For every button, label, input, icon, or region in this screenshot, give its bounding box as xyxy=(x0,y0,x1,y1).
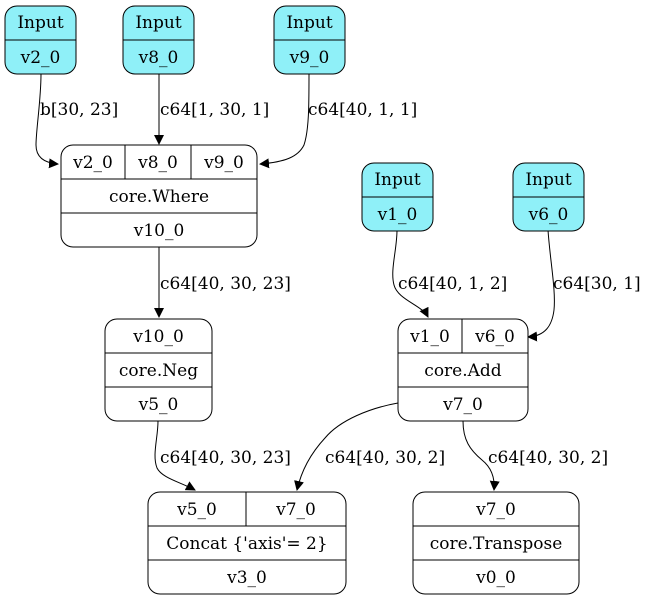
node-title: Input xyxy=(135,13,181,33)
node-input-1: v7_0 xyxy=(275,500,316,520)
input-node-v8[interactable]: Input v8_0 xyxy=(122,5,195,75)
op-node-concat[interactable]: v5_0 v7_0 Concat {'axis'= 2} v3_0 xyxy=(147,491,347,595)
node-name: v9_0 xyxy=(289,48,330,68)
node-output: v0_0 xyxy=(475,568,516,588)
node-op: core.Transpose xyxy=(430,534,563,554)
edge-label-add-concat: c64[40, 30, 2] xyxy=(325,448,445,468)
node-input-0: v5_0 xyxy=(176,500,217,520)
node-title: Input xyxy=(525,170,571,190)
node-op: core.Neg xyxy=(119,361,198,381)
node-input-0: v7_0 xyxy=(475,500,516,520)
edge-v9-to-where xyxy=(259,73,310,169)
edge-v6-to-add xyxy=(527,229,555,342)
op-node-add[interactable]: v1_0 v6_0 core.Add v7_0 xyxy=(397,318,529,422)
edge-label-v9-where: c64[40, 1, 1] xyxy=(308,100,417,120)
edge-v2-to-where xyxy=(35,73,59,169)
node-input-0: v2_0 xyxy=(72,153,113,173)
op-node-transpose[interactable]: v7_0 core.Transpose v0_0 xyxy=(412,491,580,595)
node-op: Concat {'axis'= 2} xyxy=(166,534,327,554)
edge-label-v8-where: c64[1, 30, 1] xyxy=(160,100,269,120)
node-name: v1_0 xyxy=(377,205,418,225)
op-node-where[interactable]: v2_0 v8_0 v9_0 core.Where v10_0 xyxy=(60,144,258,248)
edge-label-v2-where: b[30, 23] xyxy=(40,100,118,120)
node-name: v6_0 xyxy=(528,205,569,225)
op-node-neg[interactable]: v10_0 core.Neg v5_0 xyxy=(104,318,213,422)
node-input-1: v8_0 xyxy=(137,153,178,173)
edge-label-v6-add: c64[30, 1] xyxy=(553,274,641,294)
edge-label-neg-concat: c64[40, 30, 23] xyxy=(160,448,291,468)
node-op: core.Add xyxy=(424,361,502,381)
node-title: Input xyxy=(286,13,332,33)
node-output: v7_0 xyxy=(442,395,483,415)
edge-label-where-neg: c64[40, 30, 23] xyxy=(160,274,291,294)
input-node-v9[interactable]: Input v9_0 xyxy=(273,5,346,75)
edges: b[30, 23] c64[1, 30, 1] c64[40, 1, 1] c6… xyxy=(35,73,641,491)
node-output: v3_0 xyxy=(226,568,267,588)
input-node-v6[interactable]: Input v6_0 xyxy=(512,162,585,232)
node-name: v8_0 xyxy=(138,48,179,68)
node-output: v5_0 xyxy=(138,395,179,415)
node-input-2: v9_0 xyxy=(203,153,244,173)
edge-v1-to-add xyxy=(392,229,429,318)
input-node-v1[interactable]: Input v1_0 xyxy=(361,162,434,232)
node-output: v10_0 xyxy=(133,221,185,241)
edge-add-to-concat xyxy=(294,402,399,491)
node-name: v2_0 xyxy=(20,48,61,68)
node-op: core.Where xyxy=(109,187,209,207)
node-title: Input xyxy=(17,13,63,33)
node-input-0: v1_0 xyxy=(409,327,450,347)
edge-label-v1-add: c64[40, 1, 2] xyxy=(398,274,507,294)
node-title: Input xyxy=(374,170,420,190)
node-input-0: v10_0 xyxy=(132,327,184,347)
edge-label-add-transpose: c64[40, 30, 2] xyxy=(488,448,608,468)
node-input-1: v6_0 xyxy=(474,327,515,347)
input-node-v2[interactable]: Input v2_0 xyxy=(4,5,77,75)
edge-add-to-transpose xyxy=(462,420,500,491)
edge-neg-to-concat xyxy=(154,420,196,491)
